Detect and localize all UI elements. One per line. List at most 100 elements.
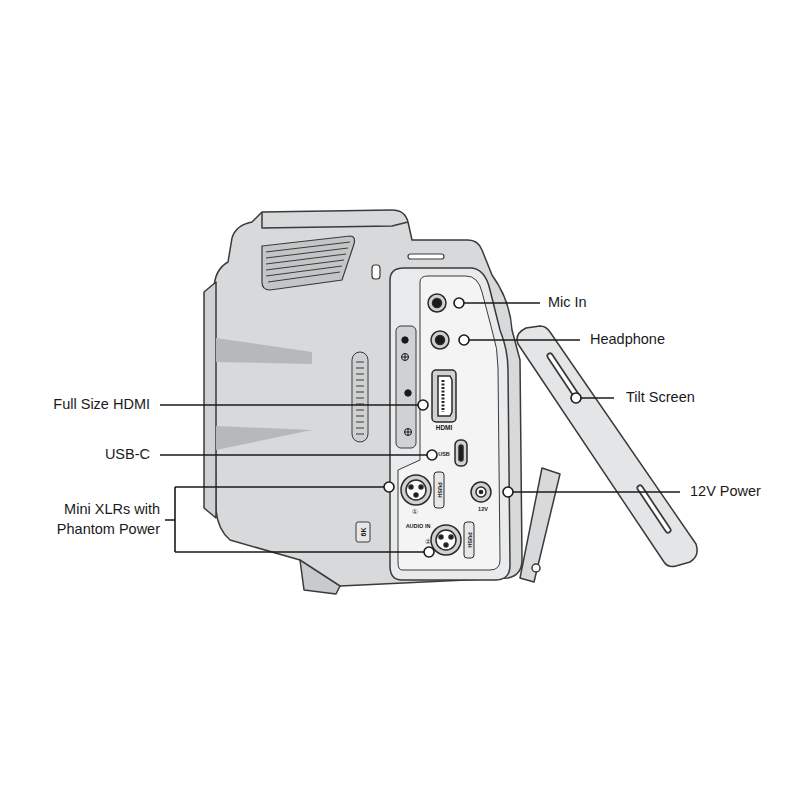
tilt-screen (517, 326, 697, 582)
latch-marking: PUSH (436, 482, 442, 497)
camera-body (300, 560, 340, 594)
callout-dot (384, 482, 394, 492)
badge (356, 522, 370, 542)
callout-dot (503, 487, 513, 497)
hdmi-port (432, 370, 456, 422)
vent-grille (266, 242, 350, 282)
callout-label: 12V Power (690, 482, 761, 502)
xlr-ports (436, 530, 456, 550)
callout-dot (571, 393, 581, 403)
leader-line (160, 454, 427, 456)
strip-dots (404, 428, 412, 436)
badge-text: 6K (360, 528, 367, 537)
audio-jacks (428, 294, 446, 312)
xlr-ports (414, 493, 418, 497)
strip-dots (401, 353, 409, 361)
audio-jacks (436, 336, 445, 345)
xlr-ports (439, 535, 443, 539)
channel-number: ① (412, 508, 418, 515)
hdmi-port (432, 370, 456, 422)
shading-panel (216, 338, 312, 364)
hdmi-port (442, 380, 445, 412)
usb-c-port (455, 440, 467, 466)
usb-c-port (455, 440, 467, 466)
leader-line (160, 404, 418, 406)
tilt-screen (520, 468, 560, 582)
xlr-ports (434, 472, 444, 508)
strip-dots (401, 337, 412, 436)
camera-body (204, 282, 216, 518)
port-marking: HDMI (436, 425, 453, 432)
channel-number: ② (425, 538, 431, 545)
audio-jacks (428, 294, 449, 349)
callout-dot (427, 450, 437, 460)
strip-dots (402, 354, 409, 361)
callout-label: USB-C (105, 445, 150, 465)
audio-jacks (431, 331, 449, 349)
xlr-ports (401, 475, 431, 505)
power-port (471, 482, 491, 502)
strip-dots (402, 337, 408, 343)
callout-label: Headphone (590, 330, 665, 350)
leader-line (165, 487, 424, 552)
strip-dots (405, 429, 412, 436)
port-marking: AUDIO IN (406, 524, 431, 530)
vent-grille (262, 236, 355, 290)
callout-label: Full Size HDMI (53, 395, 150, 415)
xlr-ports (444, 543, 448, 547)
top-slots (408, 254, 444, 259)
leader-line (469, 339, 580, 341)
vent-grille (262, 236, 355, 290)
callout-label: Mic In (548, 293, 587, 313)
port-marking: 12V (478, 507, 488, 513)
callout-dot (418, 400, 428, 410)
callout-dot (424, 547, 434, 557)
speaker-grille (356, 362, 364, 434)
callout-dot (384, 298, 581, 557)
port-door (390, 268, 510, 580)
speaker-grille (352, 352, 368, 442)
xlr-ports (431, 525, 461, 555)
usb-c-port (459, 445, 463, 461)
callout-dot (454, 298, 464, 308)
tilt-screen (640, 488, 668, 530)
speaker-grille (352, 352, 368, 442)
tilt-screen (532, 564, 540, 572)
xlr-ports (419, 485, 423, 489)
hdmi-port (438, 376, 452, 416)
port-marking: USB (438, 452, 450, 458)
strip-dots (405, 390, 411, 396)
xlr-ports (464, 522, 474, 558)
shading-panel (216, 338, 312, 450)
leader-line (464, 302, 540, 304)
callout-dot (459, 335, 469, 345)
xlr-ports (409, 485, 413, 489)
tilt-screen (517, 326, 697, 567)
latch-marking: PUSH (466, 532, 472, 547)
tilt-screen (640, 488, 668, 530)
power-port (479, 490, 482, 493)
leader-line (160, 303, 680, 552)
camera-body (214, 210, 522, 586)
xlr-ports (401, 472, 474, 558)
callout-label: Tilt Screen (626, 388, 695, 408)
power-port (476, 487, 486, 497)
tilt-screen (550, 356, 578, 398)
tilt-screen (550, 356, 578, 398)
leader-line (513, 491, 680, 493)
power-port (471, 482, 491, 502)
camera-body (262, 212, 408, 228)
xlr-ports (406, 480, 426, 500)
callout-label: Mini XLRs with Phantom Power (38, 500, 160, 539)
camera-body (204, 210, 522, 594)
port-door (390, 268, 510, 580)
shading-panel (216, 426, 312, 450)
leader-line (581, 397, 614, 399)
port-door (396, 326, 416, 448)
badge (356, 522, 370, 542)
xlr-ports (449, 535, 453, 539)
audio-jacks (433, 299, 442, 308)
top-slots (372, 265, 380, 279)
